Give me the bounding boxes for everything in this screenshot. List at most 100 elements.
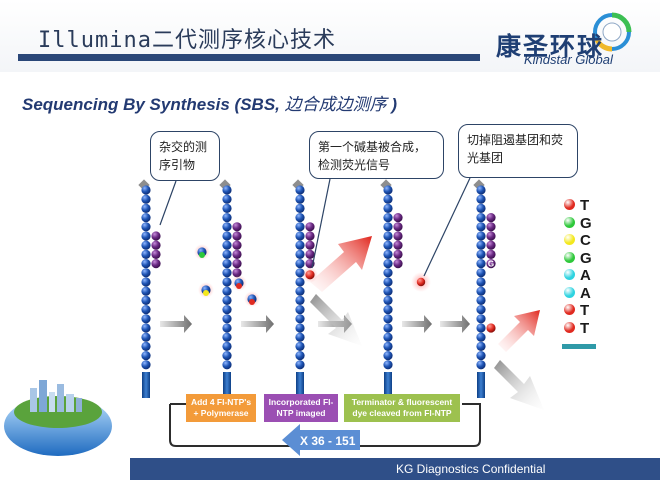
- template-bead: [295, 351, 305, 361]
- template-bead: [222, 268, 232, 278]
- template-bead: [222, 222, 232, 232]
- template-bead: [383, 194, 393, 204]
- template-bead: [222, 351, 232, 361]
- primer-bead: [486, 222, 496, 232]
- callout-cleave-text: 切掉阻遏基团和荧光基团: [467, 133, 564, 165]
- template-bead: [476, 249, 486, 259]
- read-base-letter: G: [580, 249, 592, 267]
- template-bead: [383, 203, 393, 213]
- template-bead: [295, 194, 305, 204]
- primer-bead: [393, 240, 403, 250]
- template-bead: [222, 240, 232, 250]
- template-bead: [222, 286, 232, 296]
- callout-pointer: [423, 177, 471, 277]
- read-base-letter: C: [580, 232, 591, 249]
- callout-first-base-text: 第一个碱基被合成，检测荧光信号: [318, 140, 427, 172]
- primer-bead: [232, 240, 242, 250]
- repeat-arrow-icon: [282, 424, 360, 456]
- callout-pointer: [311, 178, 331, 269]
- template-bead: [141, 222, 151, 232]
- strand-base-letter: T: [489, 306, 494, 315]
- strand-post: [142, 372, 150, 398]
- read-base-letter: T: [580, 319, 590, 337]
- template-bead: [141, 277, 151, 287]
- primer-bead: [232, 231, 242, 241]
- template-bead: [383, 295, 393, 305]
- template-bead: [476, 213, 486, 223]
- template-bead: [141, 341, 151, 351]
- template-bead: [295, 360, 305, 370]
- callout-cleave-blocker: 切掉阻遏基团和荧光基团: [458, 124, 578, 178]
- primer-bead: [305, 240, 315, 250]
- read-base-color-marker: [564, 216, 575, 228]
- template-bead: [476, 277, 486, 287]
- template-bead: [141, 240, 151, 250]
- primer-bead: [151, 231, 161, 241]
- strand-base-letter: A: [488, 287, 494, 296]
- template-bead: [295, 295, 305, 305]
- template-bead: [141, 314, 151, 324]
- template-bead: [222, 203, 232, 213]
- template-bead: [295, 286, 305, 296]
- template-bead: [476, 268, 486, 278]
- template-bead: [383, 314, 393, 324]
- template-bead: [476, 360, 486, 370]
- template-bead: [383, 222, 393, 232]
- template-bead: [383, 305, 393, 315]
- template-bead: [383, 277, 393, 287]
- template-bead: [476, 351, 486, 361]
- strand-base-letter: T: [489, 315, 494, 324]
- template-bead: [476, 295, 486, 305]
- primer-bead: [486, 259, 496, 269]
- primer-bead: [486, 249, 496, 259]
- template-bead: [383, 185, 393, 195]
- template-bead: [476, 323, 486, 333]
- template-bead: [141, 323, 151, 333]
- template-bead: [295, 213, 305, 223]
- strand-base-letter: C: [488, 269, 494, 278]
- cycle-step-cleaved-label: Terminator & fluorescent dye cleaved fro…: [351, 397, 453, 418]
- emission-arrow-icon: [310, 236, 372, 292]
- callout-first-base-incorporated: 第一个碱基被合成，检测荧光信号: [309, 131, 444, 179]
- primer-bead: [305, 231, 315, 241]
- primer-bead: [486, 240, 496, 250]
- cycle-step-add-ntps: Add 4 Fl-NTP's + Polymerase: [186, 394, 256, 422]
- template-bead: [476, 286, 486, 296]
- read-base-color-marker: [564, 251, 575, 263]
- primer-bead: [232, 259, 242, 269]
- read-base-color-marker: [564, 199, 575, 210]
- template-bead: [295, 341, 305, 351]
- template-bead: [295, 240, 305, 250]
- template-bead: [295, 222, 305, 232]
- logo-english-name: Kindstar Global: [524, 52, 613, 67]
- template-bead: [141, 286, 151, 296]
- template-bead: [295, 259, 305, 269]
- kindstar-logo-icon: [593, 12, 632, 52]
- template-bead: [222, 249, 232, 259]
- excitation-arrow-icon: [494, 360, 544, 410]
- strand-base-letter: G: [488, 278, 494, 287]
- free-nucleotide-dye: [199, 252, 205, 258]
- template-bead: [383, 213, 393, 223]
- template-bead: [222, 295, 232, 305]
- template-bead: [476, 341, 486, 351]
- template-bead: [141, 305, 151, 315]
- template-bead: [476, 240, 486, 250]
- primer-bead: [305, 249, 315, 259]
- read-base-color-marker: [564, 286, 575, 298]
- template-bead: [476, 194, 486, 204]
- primer-bead: [486, 231, 496, 241]
- subtitle-chinese: 边合成边测序: [284, 95, 387, 115]
- callout-hybridized-primer: 杂交的测序引物: [150, 131, 220, 181]
- template-bead: [295, 314, 305, 324]
- primer-bead: [393, 259, 403, 269]
- subtitle-english: Sequencing By Synthesis (SBS,: [22, 95, 285, 114]
- template-bead: [295, 203, 305, 213]
- read-base-letter: T: [580, 197, 590, 214]
- template-bead: [383, 323, 393, 333]
- cycle-step-add-ntps-label: Add 4 Fl-NTP's + Polymerase: [190, 397, 252, 418]
- primer-bead: [232, 249, 242, 259]
- template-bead: [476, 231, 486, 241]
- step-arrow-icon: [440, 315, 470, 333]
- template-bead: [222, 341, 232, 351]
